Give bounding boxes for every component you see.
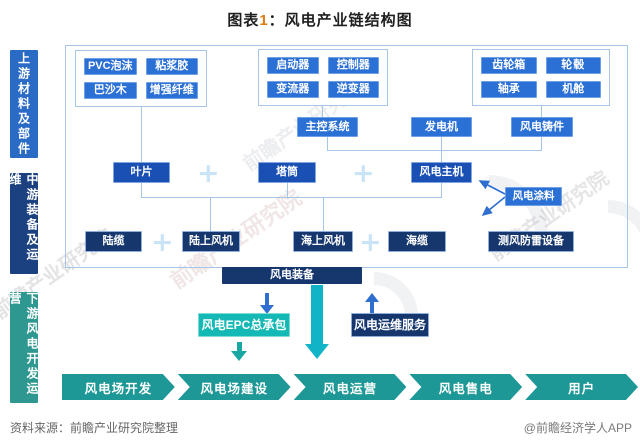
- connector-line: [141, 107, 142, 162]
- stage-label-downstream: 下游风电开发运营: [8, 292, 39, 403]
- node-balsa-wood: 巴沙木: [84, 82, 137, 99]
- downstream-flow: 风电场开发 风电场建设 风电运营 风电售电 用户: [62, 374, 638, 400]
- node-om-service: 风电运维服务: [351, 313, 429, 337]
- arrow-down-from-epc-head: [231, 351, 247, 361]
- coating-arrows: [478, 180, 506, 217]
- node-blade: 叶片: [113, 162, 170, 183]
- stage-label-midstream: 中游装备及运维: [8, 173, 39, 274]
- connector-line: [287, 183, 288, 197]
- node-tower: 塔筒: [258, 162, 316, 183]
- node-offshore-turbine: 海上风机: [293, 231, 353, 252]
- flow-step-operation: 风电运营: [294, 374, 407, 400]
- node-controller: 控制器: [327, 57, 379, 74]
- credit-note: @前瞻经济学人APP: [523, 421, 632, 435]
- node-converter: 变流器: [267, 81, 319, 98]
- stage-label-upstream: 上游材料及部件: [10, 50, 38, 158]
- node-epc-contracting: 风电EPC总承包: [198, 313, 290, 337]
- flow-step-development: 风电场开发: [62, 374, 175, 400]
- connector-line: [441, 137, 442, 162]
- arrow-up-from-om-head: [365, 293, 379, 302]
- node-wind-lightning-equipment: 测风防雷设备: [488, 231, 574, 252]
- title-number: 1: [259, 12, 269, 29]
- connector-line: [322, 106, 323, 117]
- group-electrical-parts: 启动器 控制器 变流器 逆变器: [258, 49, 388, 106]
- node-land-cable: 陆缆: [85, 231, 142, 252]
- connector-line: [323, 197, 324, 231]
- node-nacelle: 机舱: [545, 81, 601, 98]
- node-adhesive: 粘浆胶: [145, 58, 198, 75]
- node-inverter: 逆变器: [327, 81, 379, 98]
- arrow-down-to-epc-head: [260, 305, 274, 314]
- node-wind-equipment: 风电装备: [222, 267, 362, 284]
- group-blade-materials: PVC泡沫 粘浆胶 巴沙木 增强纤维: [75, 50, 207, 107]
- connector-line: [541, 137, 542, 150]
- title-prefix: 图表: [227, 12, 260, 29]
- node-onshore-turbine: 陆上风机: [182, 231, 240, 252]
- flow-step-user: 用户: [525, 374, 638, 400]
- plus-mark: +: [151, 227, 174, 258]
- group-mechanical-parts: 齿轮箱 轮毂 轴承 机舱: [472, 49, 610, 106]
- node-wind-mainframe: 风电主机: [411, 162, 472, 183]
- arrow-up-from-om: [370, 302, 374, 313]
- connector-line: [141, 197, 442, 198]
- node-hub: 轮毂: [545, 57, 601, 74]
- plus-mark: +: [352, 158, 375, 189]
- arrow-big-down: [311, 285, 323, 344]
- node-bearing: 轴承: [481, 81, 537, 98]
- arrow-down-to-epc: [265, 293, 269, 305]
- node-wind-castings: 风电铸件: [511, 117, 573, 137]
- connector-line: [327, 137, 328, 150]
- arrow-big-down-head: [305, 344, 329, 359]
- source-note: 资料来源：前瞻产业研究院整理: [10, 421, 179, 435]
- node-pvc-foam: PVC泡沫: [84, 58, 137, 75]
- title-suffix: ：风电产业链结构图: [268, 12, 413, 29]
- node-gearbox: 齿轮箱: [481, 57, 537, 74]
- node-starter: 启动器: [267, 57, 319, 74]
- plus-mark: +: [197, 158, 220, 189]
- node-generator: 发电机: [411, 117, 472, 137]
- flow-step-construction: 风电场建设: [178, 374, 291, 400]
- connector-line: [541, 106, 542, 117]
- node-sea-cable: 海缆: [388, 231, 446, 252]
- node-reinforced-fiber: 增强纤维: [145, 82, 198, 99]
- plus-mark: +: [359, 227, 382, 258]
- node-wind-coating: 风电涂料: [505, 187, 562, 206]
- connector-line: [441, 183, 442, 197]
- arrow-down-from-epc: [237, 342, 242, 351]
- connector-line: [327, 150, 542, 151]
- node-main-control-system: 主控系统: [297, 117, 358, 137]
- connector-line: [210, 197, 211, 231]
- connector-line: [141, 183, 142, 197]
- page-title: 图表1：风电产业链结构图: [0, 9, 640, 30]
- flow-step-electricity-sale: 风电售电: [409, 374, 522, 400]
